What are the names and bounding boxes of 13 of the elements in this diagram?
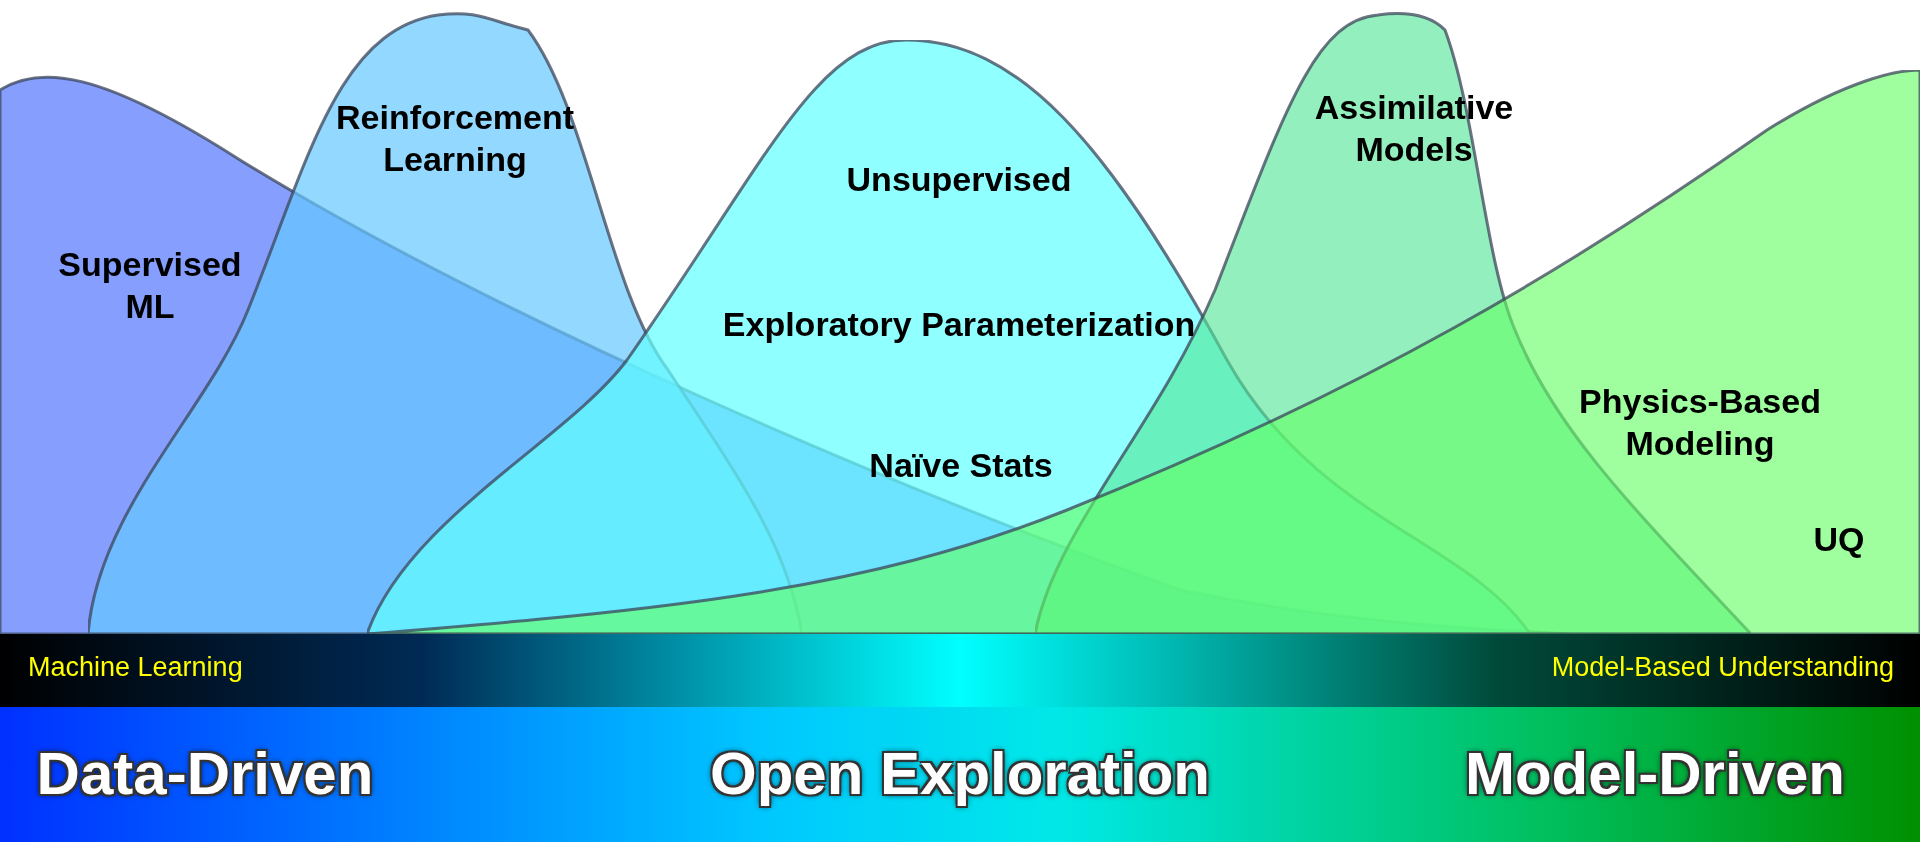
category-label: Unsupervised xyxy=(846,159,1072,200)
category-label: UQ xyxy=(1812,519,1866,560)
category-label: Supervised ML xyxy=(57,244,243,327)
category-label: Exploratory Parameterization xyxy=(722,304,1196,345)
category-label: Physics-Based Modeling xyxy=(1578,381,1822,464)
spectrum-label: Open Exploration xyxy=(710,739,1210,808)
spectrum-label: Model-Driven xyxy=(1465,739,1845,808)
category-label: Naïve Stats xyxy=(869,445,1053,486)
category-label: Reinforcement Learning xyxy=(334,97,576,180)
axis-end-label: Machine Learning xyxy=(28,652,243,683)
category-label: Assimilative Models xyxy=(1313,87,1515,170)
spectrum-label: Data-Driven xyxy=(36,739,374,808)
axis-end-label: Model-Based Understanding xyxy=(1551,652,1894,683)
